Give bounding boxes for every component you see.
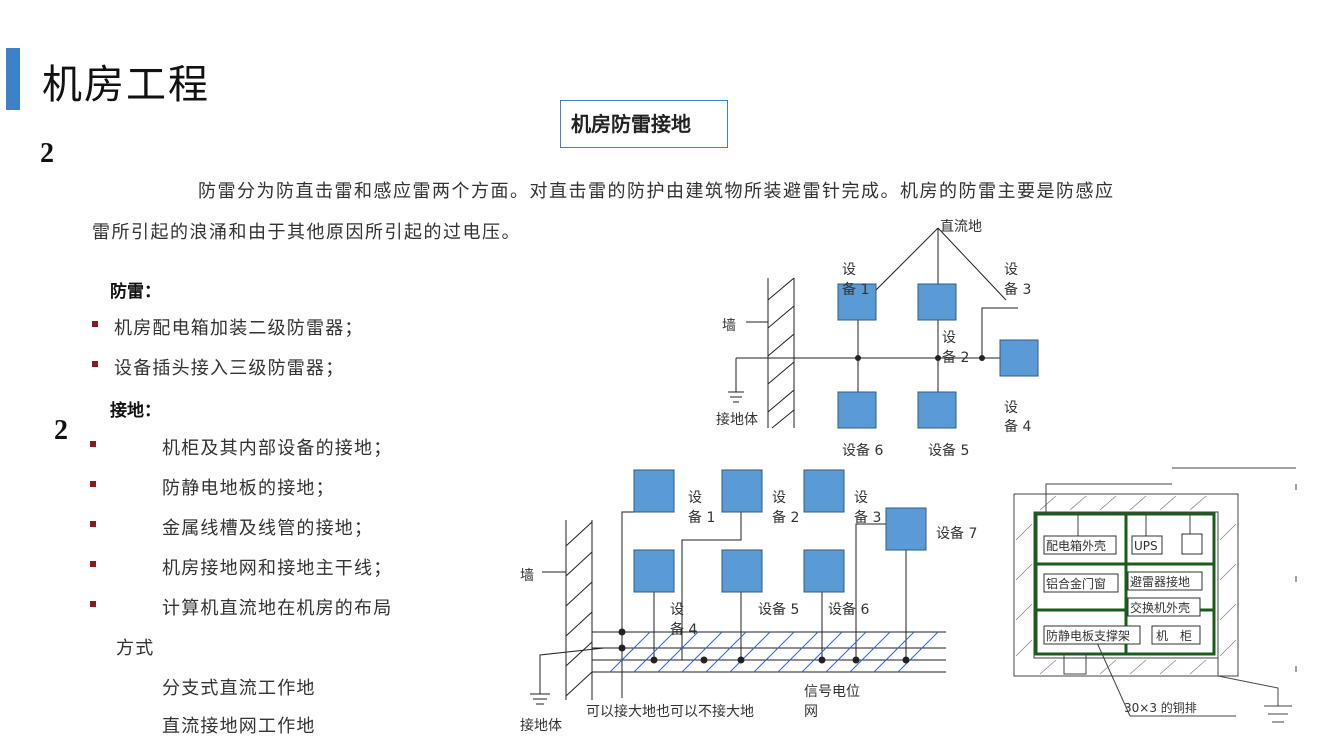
label-ground-body: 接地体 — [716, 411, 758, 428]
label-device-3: 设 — [854, 490, 868, 506]
label-device-6: 设备 6 — [842, 442, 883, 459]
label-optional-ground: 可以接大地也可以不接大地 — [586, 703, 754, 720]
grounding-sub-item: 分支式直流工作地 — [162, 678, 316, 699]
grounding-item: 计算机直流地在机房的布局 — [90, 594, 392, 620]
label-ground-body: 接地体 — [520, 717, 562, 734]
lightning-item: 机房配电箱加装二级防雷器； — [92, 314, 364, 340]
box-distribution-cabinet: 配电箱外壳 — [1046, 538, 1106, 553]
label-device-4: 备 4 — [1004, 418, 1031, 435]
section-number: 2 — [40, 138, 54, 169]
section-number-secondary: 2 — [54, 415, 68, 446]
label-device-1: 备 1 — [842, 281, 869, 298]
box-cabinet: 机 柜 — [1156, 629, 1192, 643]
label-device-2: 设 — [772, 490, 786, 506]
bullet-marker-icon — [90, 481, 96, 487]
callout-label: 机房防雷接地 — [571, 112, 691, 136]
label-signal-grid: 信号电位 — [804, 684, 860, 700]
label-copper-bar: 30×3 的铜排 — [1124, 700, 1197, 715]
lightning-heading: 防雷： — [110, 282, 161, 302]
label-device-5: 设备 5 — [758, 601, 799, 618]
grounding-item: 防静电地板的接地； — [90, 474, 335, 500]
label-device-1: 备 1 — [688, 509, 715, 526]
label-wall: 墙 — [722, 318, 736, 334]
bullet-marker-icon — [90, 521, 96, 527]
box-ups: UPS — [1134, 539, 1158, 553]
intro-line-1: 防雷分为防直击雷和感应雷两个方面。对直击雷的防护由建筑物所装避雷针完成。机房的防… — [198, 181, 1115, 202]
box-switch-housing: 交换机外壳 — [1130, 600, 1190, 615]
label-device-2: 备 2 — [942, 349, 969, 366]
label-signal-grid: 网 — [804, 704, 818, 720]
label-device-4: 设 — [1004, 400, 1018, 416]
label-device-4: 设 — [670, 602, 684, 618]
label-device-6: 设备 6 — [828, 601, 869, 618]
label-device-2: 设 — [942, 330, 956, 346]
grounding-item: 金属线槽及线管的接地； — [90, 514, 373, 540]
grounding-item: 机房接地网和接地主干线； — [90, 554, 392, 580]
label-device-3: 备 3 — [1004, 281, 1031, 298]
title-accent-bar — [6, 48, 20, 110]
label-device-5: 设备 5 — [928, 442, 969, 459]
grounding-heading: 接地： — [110, 401, 161, 421]
label-device-1: 设 — [842, 262, 856, 278]
box-antistatic-frame: 防静电板支撑架 — [1046, 628, 1130, 643]
box-arrester-ground: 避雷器接地 — [1130, 574, 1190, 589]
label-device-1: 设 — [688, 490, 702, 506]
grounding-sub-item: 直流接地网工作地 — [162, 716, 316, 737]
bullet-marker-icon — [90, 441, 96, 447]
page-title: 机房工程 — [42, 62, 210, 108]
bullet-marker-icon — [90, 601, 96, 607]
intro-line-2: 雷所引起的浪涌和由于其他原因所引起的过电压。 — [92, 222, 521, 243]
callout-box: 机房防雷接地 — [560, 100, 728, 148]
label-dc-ground: 直流地 — [940, 218, 982, 235]
bullet-marker-icon — [92, 361, 98, 367]
label-wall: 墙 — [520, 568, 534, 584]
label-device-2: 备 2 — [772, 509, 799, 526]
grounding-continuation: 方式 — [116, 638, 155, 659]
label-device-3: 备 3 — [854, 509, 881, 526]
bullet-marker-icon — [90, 561, 96, 567]
label-device-4: 备 4 — [670, 621, 697, 638]
grounding-item: 机柜及其内部设备的接地； — [90, 434, 392, 460]
bullet-marker-icon — [92, 321, 98, 327]
label-device-7: 设备 7 — [936, 525, 977, 542]
label-device-3: 设 — [1004, 262, 1018, 278]
box-aluminium-windows: 铝合金门窗 — [1046, 576, 1106, 591]
lightning-item: 设备插头接入三级防雷器； — [92, 354, 344, 380]
